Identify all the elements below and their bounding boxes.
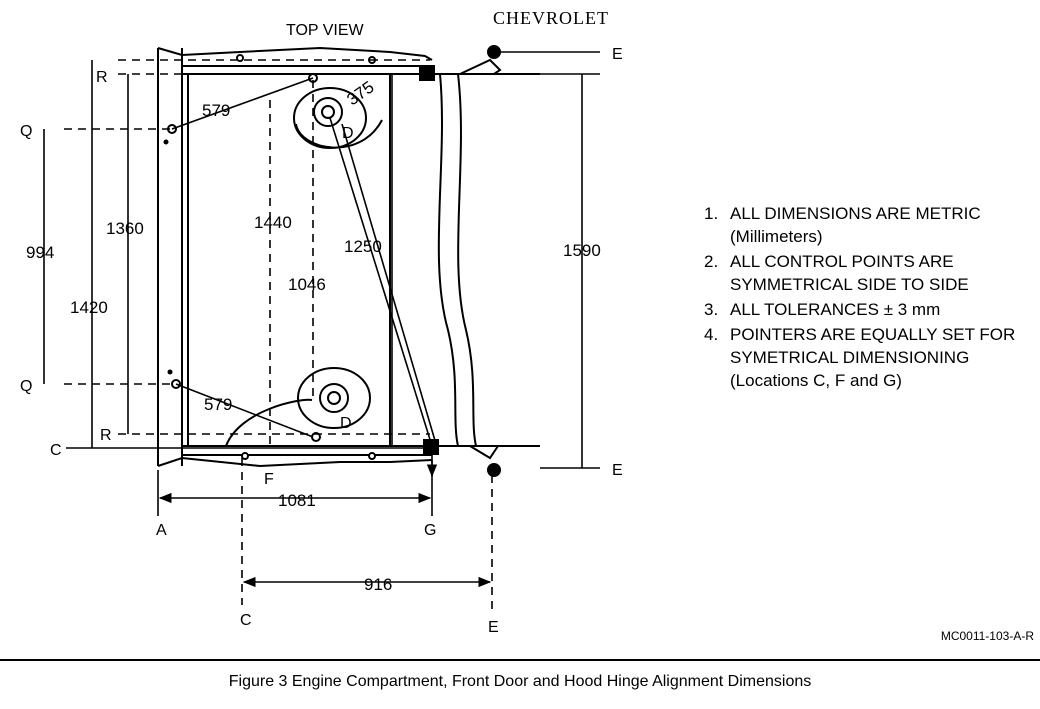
dim-579-lower: 579 [204, 395, 232, 414]
dim-916: 916 [364, 575, 392, 594]
dim-1081: 1081 [278, 491, 316, 510]
note-item: 2. ALL CONTROL POINTS ARE SYMMETRICAL SI… [704, 250, 1034, 296]
point-A: A [156, 522, 167, 539]
note-text: POINTERS ARE EQUALLY SET FOR SYMETRICAL … [730, 325, 1016, 390]
dim-994: 994 [26, 243, 54, 262]
point-Q-upper: Q [20, 123, 32, 140]
note-item: 1. ALL DIMENSIONS ARE METRIC (Millimeter… [704, 202, 1034, 248]
point-D-lower: D [340, 415, 352, 432]
note-text: ALL TOLERANCES ± 3 mm [730, 300, 941, 319]
point-E-bottom: E [488, 619, 499, 636]
note-number: 4. [704, 325, 719, 344]
dim-1590: 1590 [563, 241, 601, 260]
note-number: 2. [704, 252, 719, 271]
point-E-right: E [612, 462, 623, 479]
point-C-left: C [50, 442, 62, 459]
dimension-lines [43, 51, 600, 588]
reference-code: MC0011-103-A-R [940, 629, 1034, 643]
dim-1360: 1360 [106, 219, 144, 238]
dim-1046: 1046 [288, 275, 326, 294]
note-number: 3. [704, 300, 719, 319]
point-E-top: E [612, 46, 623, 63]
note-text: ALL DIMENSIONS ARE METRIC (Millimeters) [730, 204, 981, 246]
dim-1440: 1440 [254, 213, 292, 232]
reference-lines [64, 59, 493, 612]
point-Q-lower: Q [20, 378, 32, 395]
point-F: F [264, 471, 274, 488]
control-points [167, 54, 376, 460]
point-C-bottom: C [240, 612, 252, 629]
upper-strut-tower [293, 87, 383, 149]
figure-caption: Figure 3 Engine Compartment, Front Door … [228, 673, 812, 690]
dim-1420: 1420 [70, 298, 108, 317]
lower-hinge [423, 439, 501, 477]
point-R-lower: R [100, 427, 112, 444]
note-text: ALL CONTROL POINTS ARE SYMMETRICAL SIDE … [730, 252, 969, 294]
note-item: 3. ALL TOLERANCES ± 3 mm [704, 298, 1034, 321]
point-D-upper: D [342, 125, 354, 142]
dim-579-upper: 579 [202, 101, 230, 120]
view-title: TOP VIEW [286, 22, 365, 39]
point-G: G [424, 522, 436, 539]
note-number: 1. [704, 204, 719, 223]
notes-list: 1. ALL DIMENSIONS ARE METRIC (Millimeter… [704, 202, 1034, 394]
body-outline [157, 46, 540, 468]
dim-375: 375 [343, 77, 377, 109]
dim-1250: 1250 [344, 237, 382, 256]
caption-divider [0, 659, 1040, 661]
point-R-upper: R [96, 69, 108, 86]
brand-label: CHEVROLET [493, 8, 609, 28]
note-item: 4. POINTERS ARE EQUALLY SET FOR SYMETRIC… [704, 323, 1034, 392]
